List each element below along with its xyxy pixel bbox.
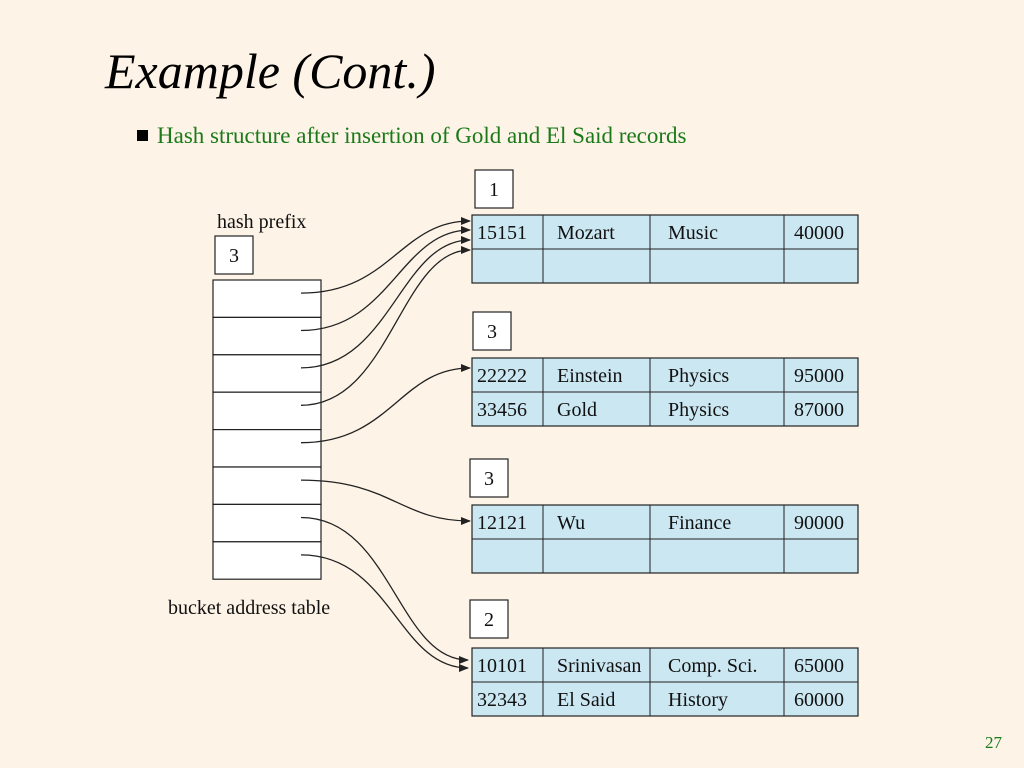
record-cell: 60000	[794, 689, 844, 711]
record-cell: Wu	[557, 512, 585, 534]
bucket-address-entry	[212, 354, 322, 393]
local-depth-value: 3	[487, 321, 497, 343]
record-cell: Mozart	[557, 222, 615, 244]
record-cell: Srinivasan	[557, 655, 641, 677]
record-cell: 87000	[794, 399, 844, 421]
local-depth-box	[469, 599, 509, 639]
pointer-arrow	[300, 236, 471, 369]
bucket-address-table-label: bucket address table	[168, 597, 330, 619]
bucket-address-entry	[212, 541, 322, 580]
record-cell: 33456	[477, 399, 527, 421]
pointer-arrows	[300, 217, 471, 672]
record-cell: Finance	[668, 512, 731, 534]
record-cell: History	[668, 689, 728, 711]
local-depth-box	[474, 169, 514, 209]
record-cell: Gold	[557, 399, 597, 421]
hash-prefix-box	[214, 235, 254, 275]
pointer-arrow	[300, 554, 469, 672]
record-cell: 22222	[477, 365, 527, 387]
bullet-text: Hash structure after insertion of Gold a…	[157, 123, 687, 148]
record-cell: 65000	[794, 655, 844, 677]
bullet-item: Hash structure after insertion of Gold a…	[137, 123, 686, 149]
pointer-arrow	[300, 479, 471, 525]
record-cell: 10101	[477, 655, 527, 677]
local-depth-value: 3	[484, 468, 494, 490]
record-cell: 40000	[794, 222, 844, 244]
bucket: 2 10101 Srinivasan Comp. Sci. 65000 32343 El S…	[469, 599, 859, 717]
bucket: 3 12121 Wu Finance 90000	[469, 458, 859, 574]
local-depth-value: 2	[484, 609, 494, 631]
record-cell: 15151	[477, 222, 527, 244]
bucket-address-entry	[212, 316, 322, 356]
pointer-arrow	[300, 246, 471, 406]
record-cell: Einstein	[557, 365, 623, 387]
slide-title: Example (Cont.)	[105, 43, 436, 99]
bucket-address-entry	[212, 391, 322, 431]
record-cell: 95000	[794, 365, 844, 387]
local-depth-box	[472, 311, 512, 351]
bullet-square-icon	[137, 130, 148, 141]
pointer-arrow	[300, 364, 471, 444]
record-cell: 90000	[794, 512, 844, 534]
bucket-address-table	[212, 279, 322, 580]
hash-prefix-label: hash prefix	[217, 211, 306, 233]
pointer-arrow	[300, 226, 471, 332]
record-cell: Physics	[668, 399, 729, 421]
local-depth-box	[469, 458, 509, 498]
bucket-address-entry	[212, 503, 322, 543]
pointer-arrow	[300, 516, 469, 664]
page-number: 27	[985, 733, 1002, 752]
record-cell: 32343	[477, 689, 527, 711]
record-cell: Comp. Sci.	[668, 655, 757, 677]
record-cell: 12121	[477, 512, 527, 534]
record-cell: Physics	[668, 365, 729, 387]
record-cell: El Said	[557, 689, 615, 711]
pointer-arrow	[300, 217, 471, 294]
bucket-address-entry	[212, 279, 322, 319]
record-cell: Music	[668, 222, 718, 244]
hash-prefix-value: 3	[229, 245, 239, 267]
local-depth-value: 1	[489, 179, 499, 201]
bucket-address-entry	[212, 466, 322, 506]
bucket-address-entry	[212, 429, 322, 468]
bucket: 1 15151 Mozart Music 40000	[471, 169, 859, 284]
